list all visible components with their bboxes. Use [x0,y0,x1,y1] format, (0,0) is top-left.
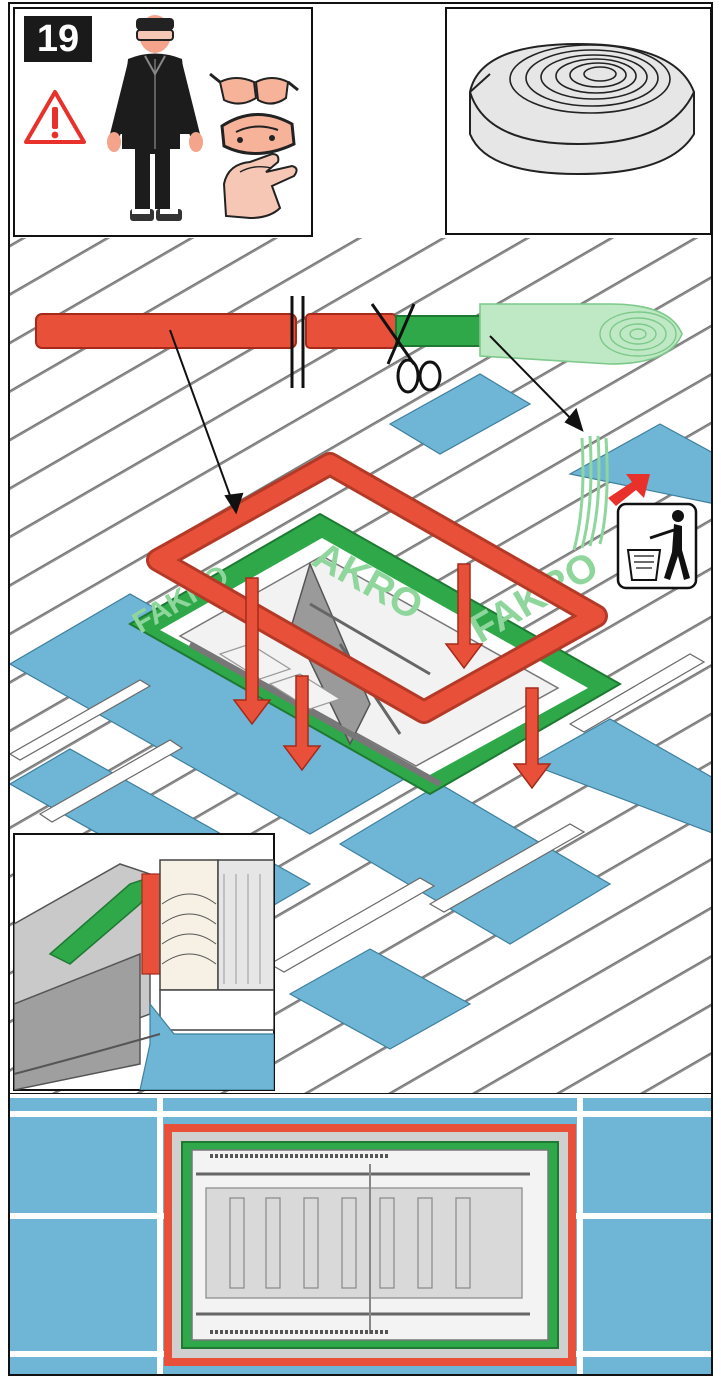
seal-tape-roll-icon [470,44,694,174]
instruction-illustration: AKRO FAKRO FAKRO [10,4,713,1376]
step-number-badge: 19 [24,16,92,62]
trash-bin-icon [618,504,696,588]
plan-panel [10,1096,713,1376]
detail-panel [14,834,274,1090]
instruction-page: 19 [8,2,713,1376]
safety-goggles-icon [222,114,294,153]
material-panel [446,8,711,234]
